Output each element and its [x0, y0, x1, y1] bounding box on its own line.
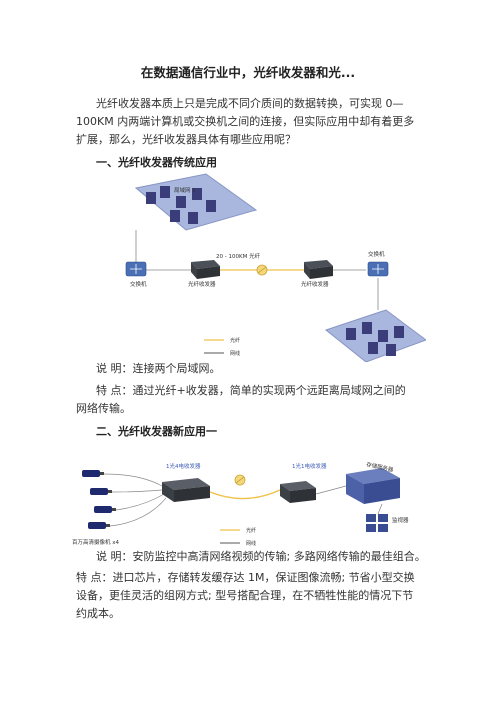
storage-server — [346, 468, 400, 504]
section1-note: 说 明：连接两个局域网。 — [96, 362, 221, 375]
fiber-link-2 — [209, 489, 281, 500]
document-title: 在数据通信行业中，光纤收发器和光... — [140, 65, 356, 80]
fiber-length-label: 20 - 100KM 光纤 — [216, 252, 261, 260]
lan-area-right — [324, 309, 426, 362]
transceiver-right-label: 光纤收发器 — [301, 280, 329, 288]
lan-computers-left — [146, 186, 216, 224]
transceiver-left-label: 光纤收发器 — [188, 280, 216, 288]
lan-computers-right — [346, 322, 404, 356]
section2-feature-line-1: 特 点：进口芯片，存储转发缓存达 1M，保证图像流畅; 节省小型交换 — [76, 571, 415, 584]
section1-heading: 一、光纤收发器传统应用 — [96, 156, 217, 169]
legend-cable-label: 网线 — [230, 350, 240, 357]
cable-camera-3 — [115, 493, 165, 511]
legend2-fiber-label: 光纤 — [246, 527, 256, 534]
switch-right — [367, 261, 389, 277]
section2-feature-line-3: 约成本。 — [76, 607, 120, 620]
transceiver-left — [191, 260, 220, 279]
cable-camera-1 — [103, 473, 163, 487]
section1-feature-line-1: 特 点：通过光纤+收发器，简单的实现两个远距离局域网之间的 — [96, 384, 406, 397]
traditional-application-diagram: 局域网 1 交换机 光纤收发器 20 - 100KM 光纤 — [125, 173, 426, 362]
transceiver-1f4e — [162, 478, 210, 502]
cable-to-storage — [315, 485, 347, 495]
new-application-diagram: 百万高清摄像机 x4 1光4电收发器 1光1电收发器 — [72, 460, 409, 547]
cable-camera-4 — [109, 497, 167, 527]
transceiver-1f1e — [280, 481, 316, 503]
fiber-coil-icon — [256, 264, 268, 276]
switch-left — [125, 261, 147, 277]
switch-right-label: 交换机 — [368, 250, 385, 258]
intro-line-3: 扩展，那么，光纤收发器具体有哪些应用呢？ — [76, 133, 296, 146]
camera-label: 百万高清摄像机 x4 — [72, 538, 120, 546]
cable-camera-2 — [111, 489, 163, 493]
transceiver-1f4e-label: 1光4电收发器 — [166, 462, 201, 470]
lan-label: 局域网 1 — [174, 186, 196, 194]
transceiver-1f1e-label: 1光1电收发器 — [292, 462, 327, 470]
monitor-label: 监视器 — [392, 516, 409, 524]
section1-feature-line-2: 网络传输。 — [76, 402, 131, 415]
legend2-cable-label: 网线 — [246, 540, 256, 547]
intro-line-2: 100KM 内两端计算机或交换机之间的连接，但实际应用中却有着更多 — [76, 115, 415, 128]
section2-heading: 二、光纤收发器新应用一 — [96, 425, 217, 438]
section2-note: 说 明：安防监控中高清网络视频的传输; 多路网络传输的最佳组合。 — [96, 550, 426, 563]
cable-to-monitor — [377, 503, 383, 515]
intro-line-1: 光纤收发器本质上只是完成不同介质间的数据转换，可实现 0— — [96, 97, 404, 110]
transceiver-right — [304, 260, 333, 279]
switch-left-label: 交换机 — [130, 280, 147, 288]
legend-fiber-label: 光纤 — [230, 337, 240, 344]
fiber-coil-icon-2 — [234, 474, 246, 486]
monitor-wall — [366, 514, 388, 532]
camera-icons — [82, 470, 116, 529]
section2-feature-line-2: 设备，更佳灵活的组网方式; 型号搭配合理，在不牺牲性能的情况下节 — [76, 589, 414, 602]
